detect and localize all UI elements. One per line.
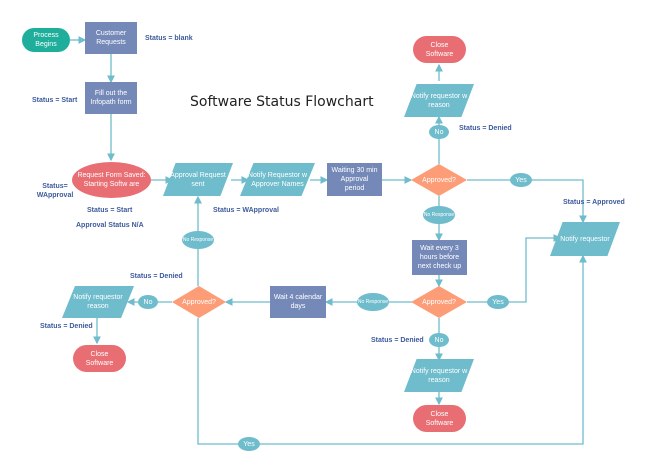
edge-label-yes: Yes [487,295,509,309]
status-annotation: Status= WApproval [36,183,74,199]
node-label: Close Software [425,410,454,427]
io-notify-reason-bottom[interactable]: Notify requestor w reason [404,359,474,392]
node-label: Notify requestor w reason [410,92,468,109]
edge-label-text: No Response [423,212,455,218]
edge-label-text: Yes [243,440,255,448]
status-annotation: Status = Denied [40,323,93,330]
chart-title: Software Status Flowchart [190,94,374,110]
request-form-saved[interactable]: Request Form Saved: Starting Softw are [72,162,151,198]
process-wait-4-days[interactable]: Wait 4 calendar days [270,286,326,318]
status-annotation: Status = Start [87,207,133,214]
node-label: Close Software [85,350,114,367]
status-annotation: Status = Start [32,97,78,104]
io-notify-reason-left[interactable]: Notify requestor reason [62,286,134,318]
close-software-left[interactable]: Close Software [73,345,126,372]
node-label: Approved? [422,176,456,184]
process-fill-form[interactable]: Fill out the Infopath form [85,82,137,114]
node-label: Wait every 3 hours before next check up [417,245,462,270]
edge-label-no: No [138,295,158,309]
edge-label-text: No [434,336,444,344]
edge-label-text: No [434,128,444,136]
edge-label-no-response: No Response [423,206,455,224]
edge-label-no: No [429,333,449,347]
edge-label-text: Yes [515,176,527,184]
close-software-top[interactable]: Close Software [413,36,466,63]
node-label: Process Begins [33,32,59,48]
edge-label-yes: Yes [238,437,260,451]
node-label: Notify requestor reason [73,294,123,310]
edge-label-text: No Response [357,299,389,305]
edge-label-text: No Response [182,237,214,243]
io-notify-requestor[interactable]: Notify requestor [550,222,620,256]
io-notify-approver-names[interactable]: Notify Requestor w Approver Names [240,163,315,196]
node-label: Approved? [182,298,216,306]
node-label: Fill out the Infopath form [90,90,132,106]
process-customer-requests[interactable]: Customer Requests [85,22,137,54]
close-software-bottom[interactable]: Close Software [413,405,466,432]
node-label: Close Software [425,41,454,58]
connector [197,254,587,445]
node-label: Request Form Saved: Starting Softw are [77,172,146,188]
node-label: Notify requestor w reason [410,367,468,384]
edge-label-text: No [143,298,153,306]
status-annotation: Approval Status N/A [76,222,144,229]
connector [467,179,587,224]
edge-label-yes: Yes [510,173,532,187]
edge-label-text: Yes [492,298,504,306]
node-label: Wait 4 calendar days [273,294,323,310]
status-annotation: Status = Approved [563,199,625,206]
process-waiting-30-min[interactable]: Waiting 30 min Approval period [327,163,382,196]
status-annotation: Status = Denied [371,337,424,344]
start-terminal[interactable]: Process Begins [22,28,70,52]
status-annotation: Status = WApproval [213,207,279,214]
edge-label-no-response: No Response [182,231,214,249]
node-label: Approved? [422,298,456,306]
io-notify-reason-top[interactable]: Notify requestor w reason [404,84,474,117]
status-annotation: Status = Denied [130,273,183,280]
connector [467,234,562,303]
node-label: Approval Request sent [170,171,226,188]
edge-label-no-response: No Response [357,293,389,311]
node-label: Waiting 30 min Approval period [331,167,378,192]
node-label: Customer Requests [95,30,127,46]
process-wait-3-hours[interactable]: Wait every 3 hours before next check up [412,240,467,275]
node-label: Notify requestor [560,235,610,243]
status-annotation: Status = Denied [459,125,512,132]
io-approval-request-sent[interactable]: Approval Request sent [163,163,233,196]
edge-label-no: No [429,125,449,139]
status-annotation: Status = blank [145,35,193,42]
node-label: Notify Requestor w Approver Names [247,171,308,188]
